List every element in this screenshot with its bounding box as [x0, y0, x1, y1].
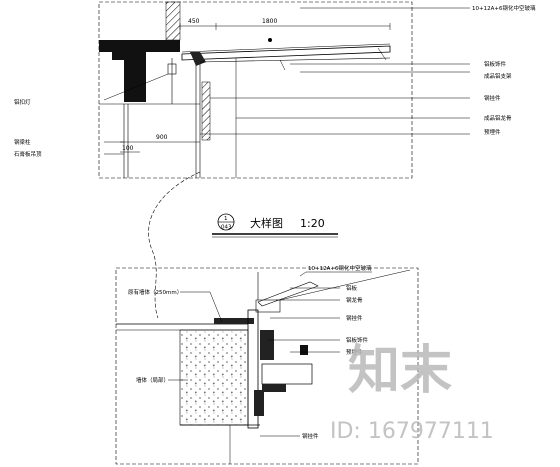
dimension-lines — [120, 23, 391, 153]
upper-right-label-3: 钢挂件 — [484, 94, 501, 102]
upper-right-label-1: 铝板饰件 — [484, 60, 507, 68]
upper-left-label-2: 钢梁柱 — [14, 138, 31, 146]
upper-detail: 450 1800 900 100 10+12A+6钢化中空玻璃 铝板饰件 成品铝… — [14, 1, 536, 179]
upper-top-label: 10+12A+6钢化中空玻璃 — [472, 4, 536, 12]
detail-scale: 1:20 — [300, 217, 325, 230]
watermark-id: ID: 167977111 — [330, 419, 494, 444]
dim-1800: 1800 — [262, 18, 277, 25]
upper-detail-boundary — [98, 1, 413, 179]
lower-right-label-2: 钢龙骨 — [346, 296, 363, 304]
dim-900: 900 — [156, 134, 168, 141]
upper-right-label-5: 预埋件 — [484, 128, 501, 136]
beam — [99, 40, 180, 52]
detail-title: 大样图 — [250, 216, 283, 230]
lower-detail: 10+12A+6钢化中空玻璃 铝板 钢龙骨 钢挂件 铝板饰件 预埋件 原有墙体（… — [115, 264, 419, 465]
lower-right-label-4: 铝板饰件 — [346, 336, 369, 344]
lower-detail-boundary — [115, 267, 419, 465]
upper-left-label-3: 石膏板吊顶 — [14, 150, 42, 158]
lower-top-label: 10+12A+6钢化中空玻璃 — [308, 264, 372, 272]
lower-left-label-2: 墙体（局部） — [136, 376, 169, 384]
dim-450: 450 — [188, 18, 200, 25]
upper-right-label-2: 成品铝支架 — [484, 72, 512, 80]
glass-panel — [201, 81, 211, 141]
canopy — [181, 38, 391, 71]
concrete-wall — [179, 329, 249, 426]
upper-left-label-1: 铝扣灯 — [14, 98, 31, 106]
lower-bottom-label: 钢挂件 — [302, 432, 319, 440]
detail-symbol-top: 1 — [224, 216, 228, 222]
lower-right-label-5: 预埋件 — [346, 348, 363, 356]
watermark-logo: 知末 — [348, 341, 452, 401]
detail-callout-curve — [148, 171, 201, 319]
dim-100: 100 — [122, 145, 134, 152]
column-head — [124, 52, 146, 102]
lower-right-label-1: 铝板 — [346, 284, 358, 292]
title-block: 1 043 大样图 1:20 — [212, 213, 338, 238]
watermark: 知末 ID: 167977111 — [330, 341, 494, 444]
detail-symbol-bottom: 043 — [221, 225, 232, 231]
lower-left-label-1: 原有墙体（250mm） — [128, 288, 182, 296]
lower-right-label-3: 钢挂件 — [346, 314, 363, 322]
hatched-beam — [165, 1, 181, 41]
upper-right-label-4: 成品铝龙骨 — [484, 114, 512, 122]
